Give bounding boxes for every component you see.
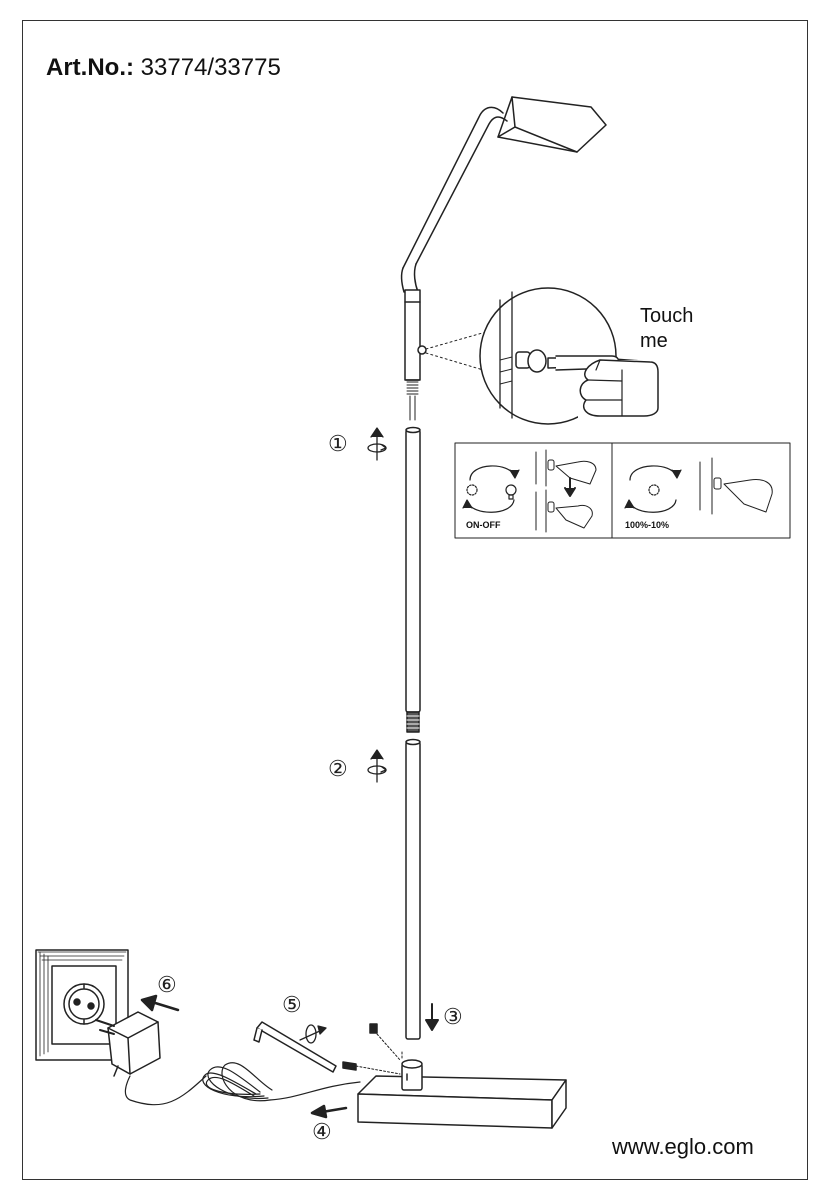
step-3-marker: ③ <box>443 1005 463 1030</box>
step-5-marker: ⑤ <box>282 993 302 1018</box>
step-4-marker: ④ <box>312 1120 332 1145</box>
power-cable <box>124 1062 361 1106</box>
step-6-marker: ⑥ <box>157 973 177 998</box>
website-url: www.eglo.com <box>612 1134 754 1159</box>
left-arrow-icon <box>140 994 180 1012</box>
finger-touch-icon <box>535 449 597 533</box>
article-number-value: 33774/33775 <box>140 54 281 81</box>
lamp-base <box>357 1051 567 1129</box>
touch-label-line-1: Touch <box>640 305 694 327</box>
down-arrow-icon <box>425 1003 439 1031</box>
step-2-marker: ② <box>328 757 348 782</box>
dimmer-cycle-icon <box>624 465 682 513</box>
article-number-label: Art.No.: <box>46 54 134 81</box>
lower-tube <box>405 738 421 1040</box>
lamp-head <box>497 96 607 153</box>
rotate-arrow-icon <box>367 427 387 461</box>
power-adapter <box>95 1011 161 1077</box>
touch-me-label: Touch me <box>640 304 693 354</box>
allen-key <box>253 1021 401 1075</box>
screw-rotate-icon <box>299 1024 327 1044</box>
article-number: Art.No.: 33774/33775 <box>46 54 281 82</box>
upper-tube <box>405 426 421 733</box>
switch-housing <box>404 289 427 421</box>
on-off-cycle-icon <box>462 465 520 513</box>
lamp-arm <box>400 106 508 293</box>
dimmer-label: 100%-10% <box>625 520 670 530</box>
rotate-arrow-icon <box>367 749 387 783</box>
left-arrow-icon <box>310 1104 348 1119</box>
function-panel <box>454 442 791 539</box>
step-1-marker: ① <box>328 432 348 457</box>
on-off-label: ON-OFF <box>466 520 501 530</box>
touch-label-line-2: me <box>640 330 668 352</box>
finger-touch-icon <box>699 457 773 515</box>
